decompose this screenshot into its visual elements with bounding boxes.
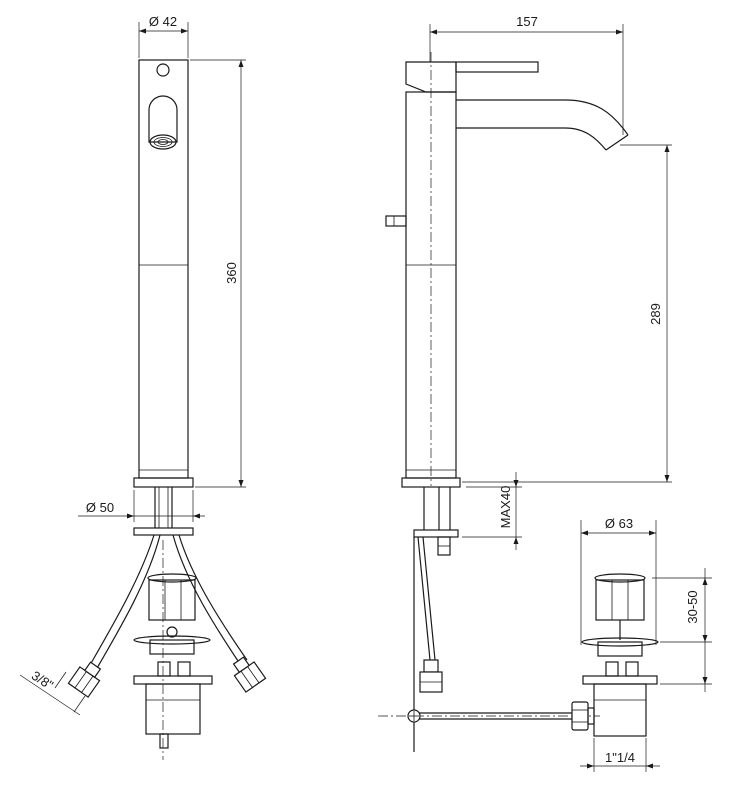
label-thread-38: 3/8" — [29, 668, 57, 693]
dim-width-157: 157 — [429, 14, 624, 135]
dim-diameter-50: Ø 50 — [78, 490, 205, 522]
base-flange — [133, 477, 194, 488]
aerator — [149, 134, 177, 150]
hose-nut-right — [232, 656, 267, 693]
dim-diameter-42: Ø 42 — [138, 14, 189, 58]
hose-nut-side — [419, 659, 443, 693]
waste-front — [133, 573, 213, 749]
label-h289: 289 — [648, 303, 663, 325]
lever-pin — [156, 63, 170, 77]
faucet-body-front — [138, 59, 189, 479]
side-button — [385, 215, 407, 227]
fixing-washer-side — [413, 529, 459, 538]
lever-handle — [455, 61, 539, 73]
dim-height-360: 360 — [190, 59, 246, 488]
flexible-hose-left — [85, 534, 155, 673]
dim-height-289: 289 — [462, 144, 672, 483]
pivot-nut — [571, 701, 589, 731]
side-view: 157 289 — [378, 14, 712, 772]
label-thread-114: 1"1/4 — [605, 750, 635, 765]
hose-nut-left — [67, 661, 102, 698]
label-d50: Ø 50 — [86, 500, 114, 515]
lever-head — [405, 61, 457, 93]
label-h3050: 30-50 — [685, 590, 700, 623]
base-flange-side — [401, 477, 461, 488]
label-w157: 157 — [516, 14, 538, 29]
dim-max-40: MAX40 — [462, 472, 522, 550]
fixing-washer — [133, 527, 194, 536]
label-d42: Ø 42 — [149, 14, 177, 29]
label-h360: 360 — [224, 262, 239, 284]
label-d63: Ø 63 — [605, 516, 633, 531]
spout-outlet — [148, 95, 178, 143]
label-max40: MAX40 — [498, 486, 513, 529]
front-view: Ø 42 360 — [19, 14, 267, 760]
flexible-hose-right — [172, 534, 241, 665]
spout — [456, 99, 629, 136]
waste-side: Ø 63 30-50 — [580, 516, 712, 772]
